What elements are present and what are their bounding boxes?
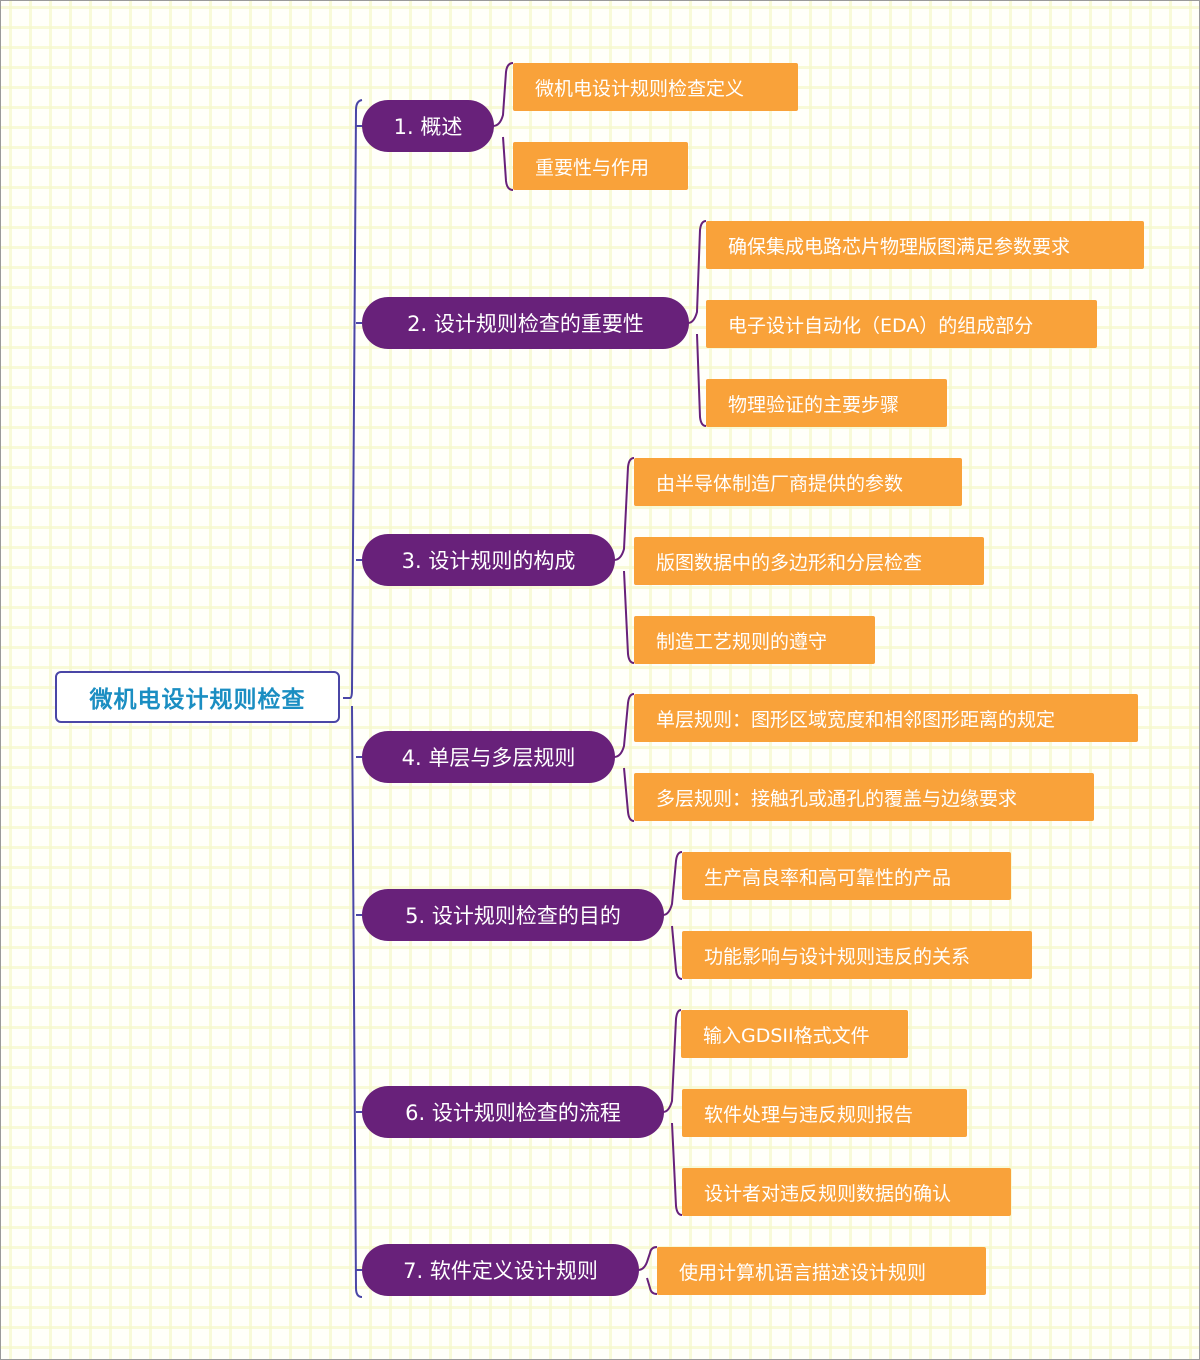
leaf-node[interactable]: 单层规则：图形区域宽度和相邻图形距离的规定 <box>634 694 1138 742</box>
leaf-node[interactable]: 物理验证的主要步骤 <box>706 379 947 427</box>
branch-label: 6. 设计规则检查的流程 <box>405 1101 621 1125</box>
leaf-node[interactable]: 功能影响与设计规则违反的关系 <box>682 931 1032 979</box>
leaf-label: 功能影响与设计规则违反的关系 <box>704 945 971 968</box>
branch-node-single-multi-layer[interactable]: 4. 单层与多层规则 <box>362 731 615 783</box>
branch-label: 3. 设计规则的构成 <box>401 549 576 573</box>
branch-node-process[interactable]: 6. 设计规则检查的流程 <box>362 1086 664 1138</box>
leaf-label: 微机电设计规则检查定义 <box>535 77 745 100</box>
leaf-label: 物理验证的主要步骤 <box>728 393 900 416</box>
branch-label: 7. 软件定义设计规则 <box>403 1259 598 1283</box>
branch-label: 4. 单层与多层规则 <box>401 746 576 770</box>
leaf-label: 制造工艺规则的遵守 <box>656 630 828 653</box>
leaf-node[interactable]: 微机电设计规则检查定义 <box>513 63 798 111</box>
leaf-label: 软件处理与违反规则报告 <box>704 1103 914 1126</box>
leaf-node[interactable]: 电子设计自动化（EDA）的组成部分 <box>706 300 1097 348</box>
branch-label: 5. 设计规则检查的目的 <box>405 904 621 928</box>
leaf-label: 电子设计自动化（EDA）的组成部分 <box>728 314 1034 337</box>
branch-label: 1. 概述 <box>393 115 463 139</box>
leaf-node[interactable]: 使用计算机语言描述设计规则 <box>657 1247 986 1295</box>
leaf-label: 重要性与作用 <box>535 156 650 179</box>
leaf-node[interactable]: 由半导体制造厂商提供的参数 <box>634 458 962 506</box>
root-node[interactable]: 微机电设计规则检查 <box>55 671 340 723</box>
branch-node-purpose[interactable]: 5. 设计规则检查的目的 <box>362 889 664 941</box>
leaf-label: 多层规则：接触孔或通孔的覆盖与边缘要求 <box>656 787 1018 810</box>
leaf-node[interactable]: 重要性与作用 <box>513 142 688 190</box>
leaf-label: 版图数据中的多边形和分层检查 <box>656 551 923 574</box>
leaf-label: 由半导体制造厂商提供的参数 <box>656 472 904 495</box>
branch-label: 2. 设计规则检查的重要性 <box>407 312 644 336</box>
leaf-node[interactable]: 确保集成电路芯片物理版图满足参数要求 <box>706 221 1144 269</box>
leaf-node[interactable]: 软件处理与违反规则报告 <box>682 1089 967 1137</box>
leaf-label: 输入GDSII格式文件 <box>703 1024 870 1047</box>
branch-node-overview[interactable]: 1. 概述 <box>362 100 494 152</box>
branch-node-software-defined[interactable]: 7. 软件定义设计规则 <box>362 1244 639 1296</box>
leaf-node[interactable]: 制造工艺规则的遵守 <box>634 616 875 664</box>
root-label: 微机电设计规则检查 <box>89 687 306 713</box>
leaf-node[interactable]: 版图数据中的多边形和分层检查 <box>634 537 984 585</box>
leaf-label: 单层规则：图形区域宽度和相邻图形距离的规定 <box>656 708 1056 731</box>
leaf-node[interactable]: 多层规则：接触孔或通孔的覆盖与边缘要求 <box>634 773 1094 821</box>
leaf-node[interactable]: 设计者对违反规则数据的确认 <box>682 1168 1011 1216</box>
branch-node-composition[interactable]: 3. 设计规则的构成 <box>362 534 615 586</box>
leaf-label: 设计者对违反规则数据的确认 <box>704 1182 952 1205</box>
leaf-node[interactable]: 生产高良率和高可靠性的产品 <box>682 852 1011 900</box>
leaf-label: 使用计算机语言描述设计规则 <box>679 1261 927 1284</box>
branch-node-importance[interactable]: 2. 设计规则检查的重要性 <box>362 297 689 349</box>
leaf-label: 生产高良率和高可靠性的产品 <box>704 866 952 889</box>
leaf-node[interactable]: 输入GDSII格式文件 <box>681 1010 908 1058</box>
leaf-label: 确保集成电路芯片物理版图满足参数要求 <box>728 235 1071 258</box>
